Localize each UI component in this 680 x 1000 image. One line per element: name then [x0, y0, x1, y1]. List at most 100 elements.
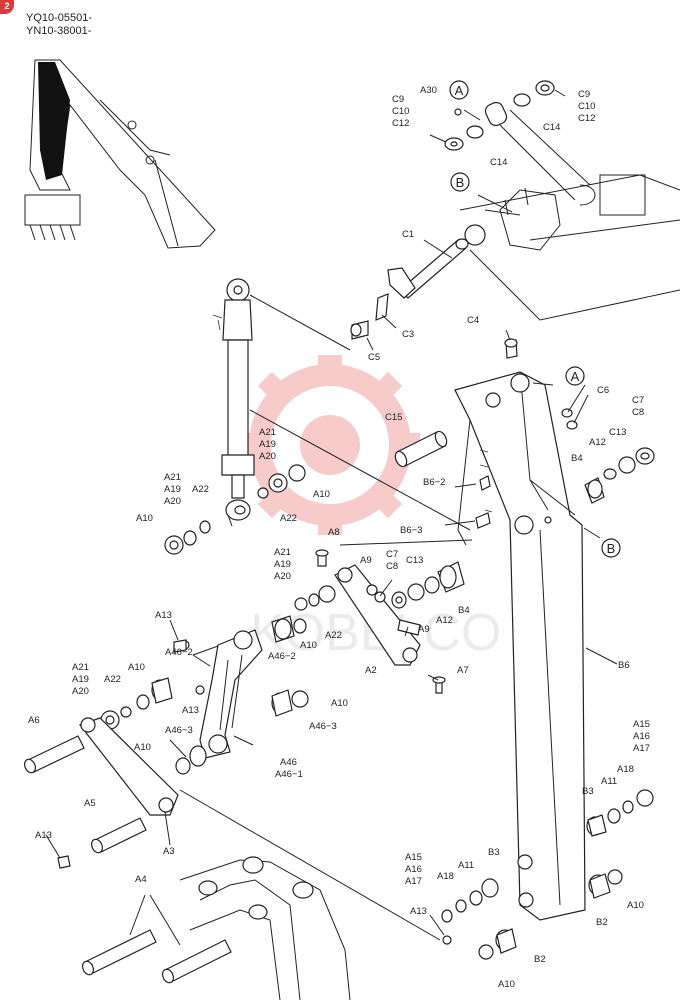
label-b2-bot: B2: [534, 954, 546, 965]
section-marker-a-right: A: [565, 366, 585, 386]
label-a22-mid: A22: [325, 630, 342, 641]
label-b4-top: B4: [571, 453, 583, 464]
label-a21-mid: A21: [274, 547, 291, 558]
label-c4: C4: [467, 315, 479, 326]
label-c8-top: C8: [632, 407, 644, 418]
label-a13-low: A13: [35, 830, 52, 841]
arm-cylinder: [212, 278, 471, 531]
svg-text:A: A: [455, 83, 464, 98]
label-a20-lower: A20: [72, 686, 89, 697]
label-b3-right: B3: [582, 786, 594, 797]
label-a46: A46: [280, 757, 297, 768]
label-a46-2-b: A46−2: [268, 651, 296, 662]
label-a13-bot: A13: [410, 906, 427, 917]
part-labels: C9 C10 C12 A30 C9 C10 C12 C14 C14 C1 C3 …: [28, 85, 650, 990]
boom-top: [459, 101, 680, 321]
label-a46-3-a: A46−3: [309, 721, 337, 732]
label-c13-mid: C13: [406, 555, 423, 566]
label-c12-right: C12: [578, 113, 595, 124]
label-a6: A6: [28, 715, 40, 726]
label-a19-mid: A19: [274, 559, 291, 570]
label-a19-lower: A19: [72, 674, 89, 685]
label-a20-left: A20: [164, 496, 181, 507]
label-a10-top: A10: [313, 489, 330, 500]
label-c3: C3: [402, 329, 414, 340]
link-a3: [23, 717, 179, 869]
label-a10-right: A10: [331, 698, 348, 709]
label-a12-mid: A12: [436, 615, 453, 626]
label-a17-bot: A17: [405, 876, 422, 887]
label-a21-lower: A21: [72, 662, 89, 673]
label-b2-right: B2: [596, 917, 608, 928]
pin-c1: [387, 238, 469, 299]
label-a11-right: A11: [601, 776, 617, 787]
label-c5: C5: [368, 352, 380, 363]
label-c9-right: C9: [578, 89, 590, 100]
bucket-outline: [81, 856, 351, 1000]
serial-range-2: YN10-38001-: [26, 25, 92, 37]
label-a22-left: A22: [192, 484, 209, 495]
label-a10-low: A10: [134, 742, 151, 753]
label-c13-top: C13: [609, 427, 626, 438]
right-top-bushings: [561, 408, 655, 504]
label-a4: A4: [135, 874, 147, 885]
label-c14-a: C14: [543, 122, 560, 133]
label-a13-mid: A13: [182, 705, 199, 716]
pin-c15: [394, 430, 448, 468]
label-a10-br: A10: [627, 900, 644, 911]
label-b6-3: B6−3: [400, 525, 422, 536]
label-a12-top: A12: [589, 437, 606, 448]
label-a30: A30: [420, 85, 437, 96]
label-a19-left: A19: [164, 484, 181, 495]
link-a2: [315, 549, 446, 694]
label-a21-top: A21: [259, 427, 276, 438]
label-a22-lower: A22: [104, 674, 121, 685]
label-a18-right: A18: [617, 764, 634, 775]
label-b6: B6: [618, 660, 630, 671]
top-washers: [429, 80, 566, 151]
label-a19-top: A19: [259, 439, 276, 450]
label-a2: A2: [365, 665, 377, 676]
label-a10-lower: A10: [128, 662, 145, 673]
label-a20-top: A20: [259, 451, 276, 462]
label-a9-a: A9: [360, 555, 372, 566]
label-a10-bot: A10: [498, 979, 515, 990]
label-a13-top: A13: [155, 610, 172, 621]
section-marker-b-right: B: [601, 538, 621, 558]
section-marker-b-top: B: [450, 172, 470, 192]
parts-c3-c5-c4: [350, 293, 518, 359]
link-a46: [100, 629, 309, 775]
label-a10-left: A10: [136, 513, 153, 524]
label-a10-mid: A10: [300, 640, 317, 651]
label-c15: C15: [385, 412, 402, 423]
label-a16-right: A16: [633, 731, 650, 742]
label-a7: A7: [457, 665, 469, 676]
svg-text:B: B: [607, 541, 616, 556]
bottom-bushings: [441, 789, 654, 960]
svg-text:B: B: [456, 175, 465, 190]
label-a18-bot: A18: [437, 871, 454, 882]
leader-lines: [45, 194, 618, 946]
label-a15-right: A15: [633, 719, 650, 730]
label-a9-b: A9: [418, 624, 430, 635]
serial-range-1: YQ10-05501-: [26, 12, 93, 24]
label-c10-left: C10: [392, 106, 409, 117]
label-c9-left: C9: [392, 94, 404, 105]
label-a20-mid: A20: [274, 571, 291, 582]
mid-link-washers: [271, 585, 336, 643]
mid-bushings: [391, 475, 491, 609]
label-c1: C1: [402, 229, 414, 240]
label-c7-top: C7: [632, 395, 644, 406]
label-c8-mid: C8: [386, 561, 398, 572]
svg-text:A: A: [571, 369, 580, 384]
label-c7-mid: C7: [386, 549, 398, 560]
label-a15-bot: A15: [405, 852, 422, 863]
label-a46-3-b: A46−3: [165, 725, 193, 736]
label-b6-2: B6−2: [423, 477, 445, 488]
page-badge: 2: [0, 0, 14, 14]
label-a46-1: A46−1: [275, 769, 303, 780]
label-b4-mid: B4: [458, 605, 470, 616]
label-a16-bot: A16: [405, 864, 422, 875]
section-marker-a-top: A: [449, 80, 469, 100]
